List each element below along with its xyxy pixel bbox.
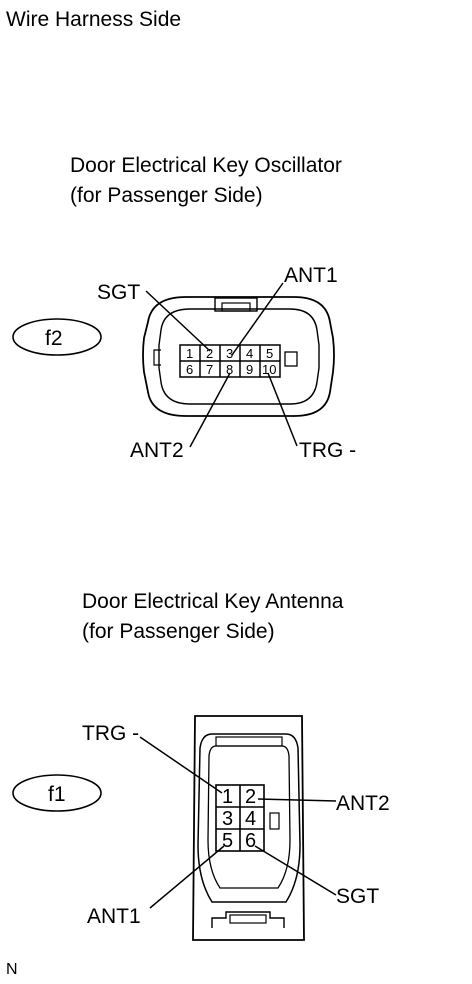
f1-pin: 4 — [245, 808, 256, 830]
f1-title-line2: (for Passenger Side) — [82, 620, 275, 643]
f1-pin: 5 — [222, 830, 233, 852]
f2-pin: 2 — [206, 346, 213, 361]
f2-pin: 4 — [246, 346, 253, 361]
f2-pin: 5 — [266, 346, 273, 361]
f2-title-line2: (for Passenger Side) — [70, 184, 263, 207]
f1-latch — [211, 911, 285, 928]
f1-key — [269, 812, 280, 830]
f1-pin-grid — [215, 784, 265, 852]
f2-housing-inner — [158, 308, 320, 405]
f1-leader-lines — [139, 736, 337, 909]
connector-f1 — [12, 715, 337, 941]
f1-id-label: f1 — [48, 783, 66, 806]
connector-f2 — [12, 282, 335, 448]
f1-id-ellipse — [12, 774, 102, 812]
f1-pin: 3 — [222, 808, 233, 830]
f2-pins-bottom: 6 7 8 9 10 — [186, 362, 276, 377]
f2-pin: 3 — [226, 346, 233, 361]
f2-label-trg: TRG - — [299, 439, 356, 462]
f1-label-ant2: ANT2 — [336, 792, 390, 815]
f1-label-ant1: ANT1 — [87, 905, 141, 928]
f1-housing-inner — [207, 745, 291, 889]
page-title: Wire Harness Side — [6, 8, 182, 31]
f1-pins: 1 2 3 4 5 6 — [222, 786, 256, 852]
f1-pin: 2 — [245, 786, 256, 808]
f1-label-sgt: SGT — [336, 885, 379, 908]
f1-label-trg: TRG - — [82, 722, 139, 745]
f2-key — [284, 351, 298, 367]
f2-pin: 8 — [226, 362, 233, 377]
f2-pins-top: 1 2 3 4 5 — [186, 346, 273, 361]
f1-pin: 6 — [245, 830, 256, 852]
footer-note: N — [6, 961, 18, 978]
f2-id-ellipse — [12, 318, 102, 356]
f2-pin: 10 — [262, 362, 276, 377]
f1-pin: 1 — [222, 786, 233, 808]
f2-pin-grid — [179, 344, 281, 378]
f2-pin: 6 — [186, 362, 193, 377]
f1-title-line1: Door Electrical Key Antenna — [82, 590, 344, 613]
f2-pin: 7 — [206, 362, 213, 377]
f2-label-ant1: ANT1 — [284, 264, 338, 287]
f2-id-label: f2 — [45, 327, 63, 350]
f2-leader-lines — [145, 282, 298, 448]
f2-label-sgt: SGT — [97, 281, 140, 304]
f2-title-line1: Door Electrical Key Oscillator — [70, 154, 342, 177]
f2-pin: 1 — [186, 346, 193, 361]
f2-housing-outer — [142, 296, 335, 417]
f1-housing-body — [197, 733, 301, 903]
f1-housing-outer — [192, 715, 305, 941]
f2-pin: 9 — [246, 362, 253, 377]
f2-label-ant2: ANT2 — [130, 439, 184, 462]
